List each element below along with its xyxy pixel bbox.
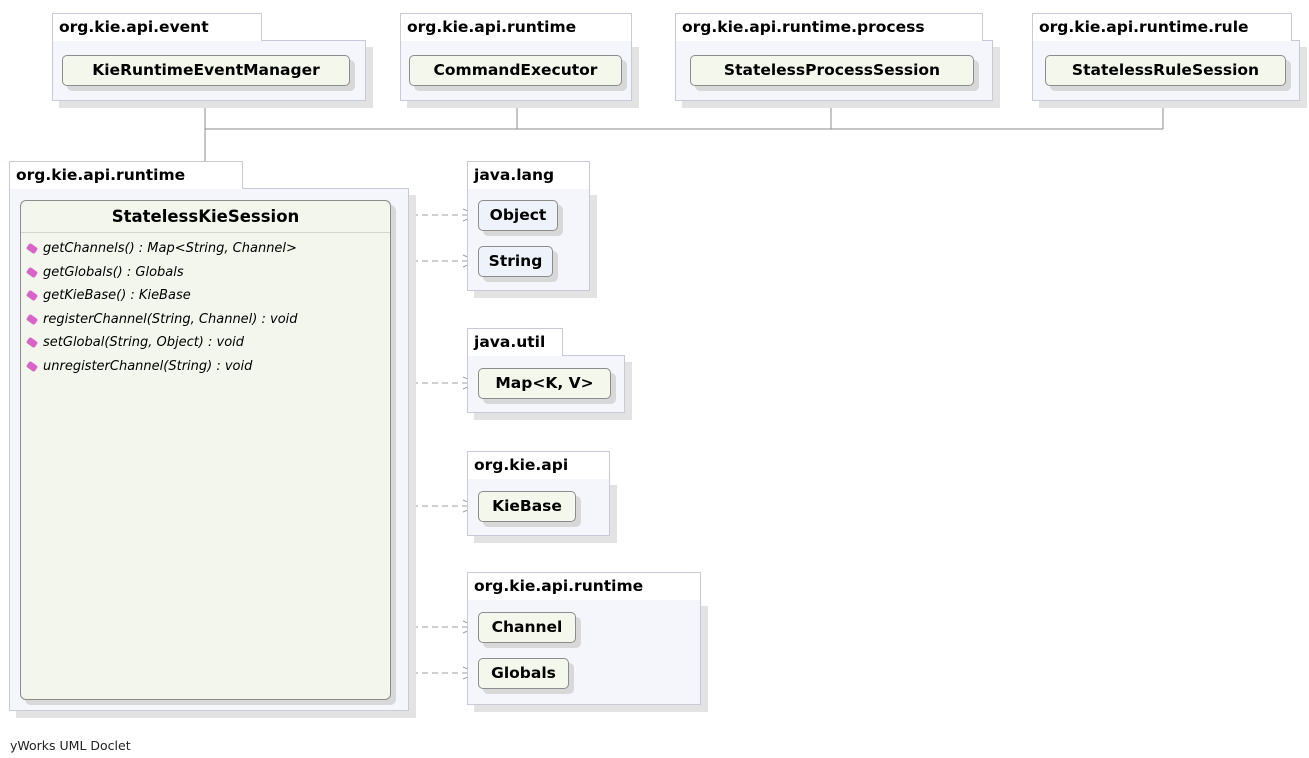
package-label: java.util [467, 328, 563, 356]
method-icon [25, 313, 39, 325]
method-icon [25, 266, 39, 278]
class-map[interactable]: Map<K, V> [478, 368, 611, 399]
package-label: org.kie.api.runtime.process [675, 13, 983, 41]
class-globals[interactable]: Globals [478, 658, 569, 689]
package-label: java.lang [467, 161, 590, 189]
package-label: org.kie.api.runtime [467, 572, 701, 600]
class-channel[interactable]: Channel [478, 612, 576, 643]
class-stateless-rule-session[interactable]: StatelessRuleSession [1045, 55, 1286, 86]
method-item: unregisterChannel(String) : void [25, 355, 390, 379]
footer-credit: yWorks UML Doclet [10, 738, 131, 753]
class-stateless-kie-session[interactable]: StatelessKieSession getChannels() : Map<… [20, 200, 391, 700]
class-stateless-process-session[interactable]: StatelessProcessSession [690, 55, 974, 86]
method-icon [25, 337, 39, 349]
method-icon [25, 360, 39, 372]
class-string[interactable]: String [478, 246, 553, 277]
class-command-executor[interactable]: CommandExecutor [409, 55, 622, 86]
package-label: org.kie.api.runtime [9, 161, 243, 189]
class-kie-runtime-event-manager[interactable]: KieRuntimeEventManager [62, 55, 350, 86]
method-icon [25, 243, 39, 255]
method-item: getGlobals() : Globals [25, 261, 390, 285]
package-label: org.kie.api [467, 451, 610, 479]
class-object[interactable]: Object [478, 200, 558, 231]
method-item: getKieBase() : KieBase [25, 284, 390, 308]
class-kie-base[interactable]: KieBase [478, 491, 576, 522]
package-label: org.kie.api.runtime [400, 13, 632, 41]
method-item: getChannels() : Map<String, Channel> [25, 237, 390, 261]
class-title: StatelessKieSession [21, 201, 390, 233]
package-label: org.kie.api.runtime.rule [1032, 13, 1292, 41]
package-label: org.kie.api.event [52, 13, 262, 41]
method-list: getChannels() : Map<String, Channel> get… [21, 233, 390, 378]
method-item: setGlobal(String, Object) : void [25, 331, 390, 355]
method-icon [25, 290, 39, 302]
method-item: registerChannel(String, Channel) : void [25, 308, 390, 332]
